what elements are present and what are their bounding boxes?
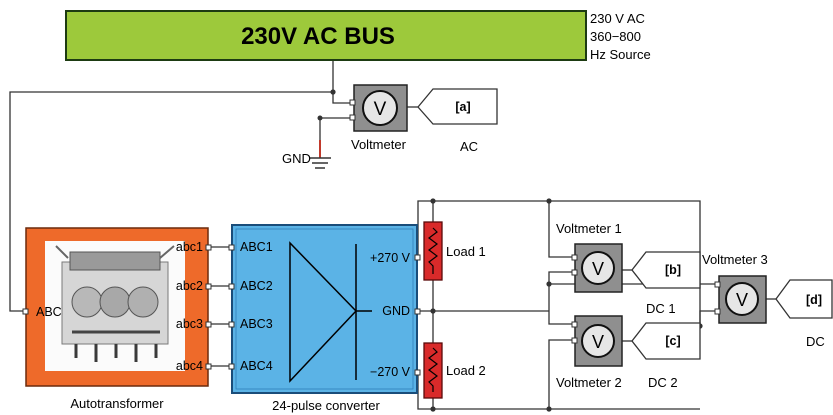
autotransformer-block[interactable]: ABC abc1 abc2 abc3 abc4 xyxy=(25,227,209,387)
autotransformer-port-abc: ABC xyxy=(36,305,62,319)
voltmeter-1-block[interactable]: V xyxy=(574,243,623,293)
voltmeter-symbol: V xyxy=(736,290,748,310)
converter-label: 24-pulse converter xyxy=(272,398,380,413)
converter-port-abc3: ABC3 xyxy=(240,317,273,331)
goto-d-tag: [d] xyxy=(806,293,822,307)
converter-port-negative: −270 V xyxy=(370,365,411,379)
goto-c-label: DC 2 xyxy=(648,375,678,390)
converter-block[interactable]: ABC1 ABC2 ABC3 ABC4 +270 V GND −270 V xyxy=(231,224,418,394)
voltmeter-3-block[interactable]: V xyxy=(718,275,767,324)
goto-a-block[interactable]: [a] xyxy=(417,88,498,125)
converter-port-positive: +270 V xyxy=(370,251,411,265)
junction-dot xyxy=(430,406,436,412)
resistor-icon xyxy=(428,347,438,392)
wire-bus-to-voltmeter xyxy=(332,92,352,104)
junction-dot xyxy=(546,281,552,287)
goto-d-block[interactable]: [d] xyxy=(775,279,833,319)
converter-port-abc2: ABC2 xyxy=(240,279,273,293)
load-2-label: Load 2 xyxy=(446,363,486,378)
voltmeter-2-block[interactable]: V xyxy=(574,315,623,367)
wire-v2-positive xyxy=(548,284,575,325)
junction-dot xyxy=(546,198,552,204)
wire-v3-negative xyxy=(699,310,717,326)
load-1-label: Load 1 xyxy=(446,244,486,259)
autotransformer-port-abc1: abc1 xyxy=(176,240,203,254)
goto-d-label: DC xyxy=(806,334,825,349)
voltmeter-ac-block[interactable]: V xyxy=(353,84,408,132)
voltmeter-symbol: V xyxy=(374,99,387,120)
wire-v2-negative xyxy=(548,339,575,409)
junction-dot xyxy=(430,198,436,204)
autotransformer-port-abc4: abc4 xyxy=(176,359,203,373)
ground-icon xyxy=(309,115,331,169)
junction-dot xyxy=(330,89,336,95)
source-label-line1: 230 V AC xyxy=(590,11,645,26)
load-1-block[interactable] xyxy=(423,221,443,281)
goto-b-tag: [b] xyxy=(665,263,681,277)
voltmeter-2-label: Voltmeter 2 xyxy=(556,375,622,390)
goto-c-block[interactable]: [c] xyxy=(631,322,701,360)
voltmeter-1-label: Voltmeter 1 xyxy=(556,221,622,236)
voltmeter-symbol: V xyxy=(592,259,604,279)
bus-label: 230V AC BUS xyxy=(241,23,395,50)
goto-b-block[interactable]: [b] xyxy=(631,251,701,289)
load-2-block[interactable] xyxy=(423,342,443,399)
transformer-image xyxy=(55,245,175,362)
wire-bus-to-autotransformer xyxy=(9,91,333,312)
voltmeter-ac-label: Voltmeter xyxy=(351,137,407,152)
ac-bus-block[interactable]: 230V AC BUS xyxy=(65,10,587,61)
wire-v1-negative xyxy=(548,271,575,284)
junction-dot xyxy=(546,406,552,412)
resistor-icon xyxy=(428,227,438,274)
converter-port-gnd: GND xyxy=(382,304,410,318)
autotransformer-label: Autotransformer xyxy=(70,396,164,411)
autotransformer-port-abc3: abc3 xyxy=(176,317,203,331)
source-label-line2: 360−800 xyxy=(590,29,641,44)
voltmeter-symbol: V xyxy=(592,332,604,352)
converter-port-abc1: ABC1 xyxy=(240,240,273,254)
wire-v1-positive xyxy=(548,201,575,258)
autotransformer-port-abc2: abc2 xyxy=(176,279,203,293)
voltmeter-3-label: Voltmeter 3 xyxy=(702,252,768,267)
goto-a-label: AC xyxy=(460,139,478,154)
converter-port-abc4: ABC4 xyxy=(240,359,273,373)
goto-c-tag: [c] xyxy=(665,334,680,348)
ground-label: GND xyxy=(282,151,311,166)
converter-triangle-icon xyxy=(289,241,372,383)
junction-dot xyxy=(430,308,436,314)
goto-a-tag: [a] xyxy=(455,100,470,114)
port-markers xyxy=(22,99,721,376)
goto-b-label: DC 1 xyxy=(646,301,676,316)
source-label-line3: Hz Source xyxy=(590,47,651,62)
